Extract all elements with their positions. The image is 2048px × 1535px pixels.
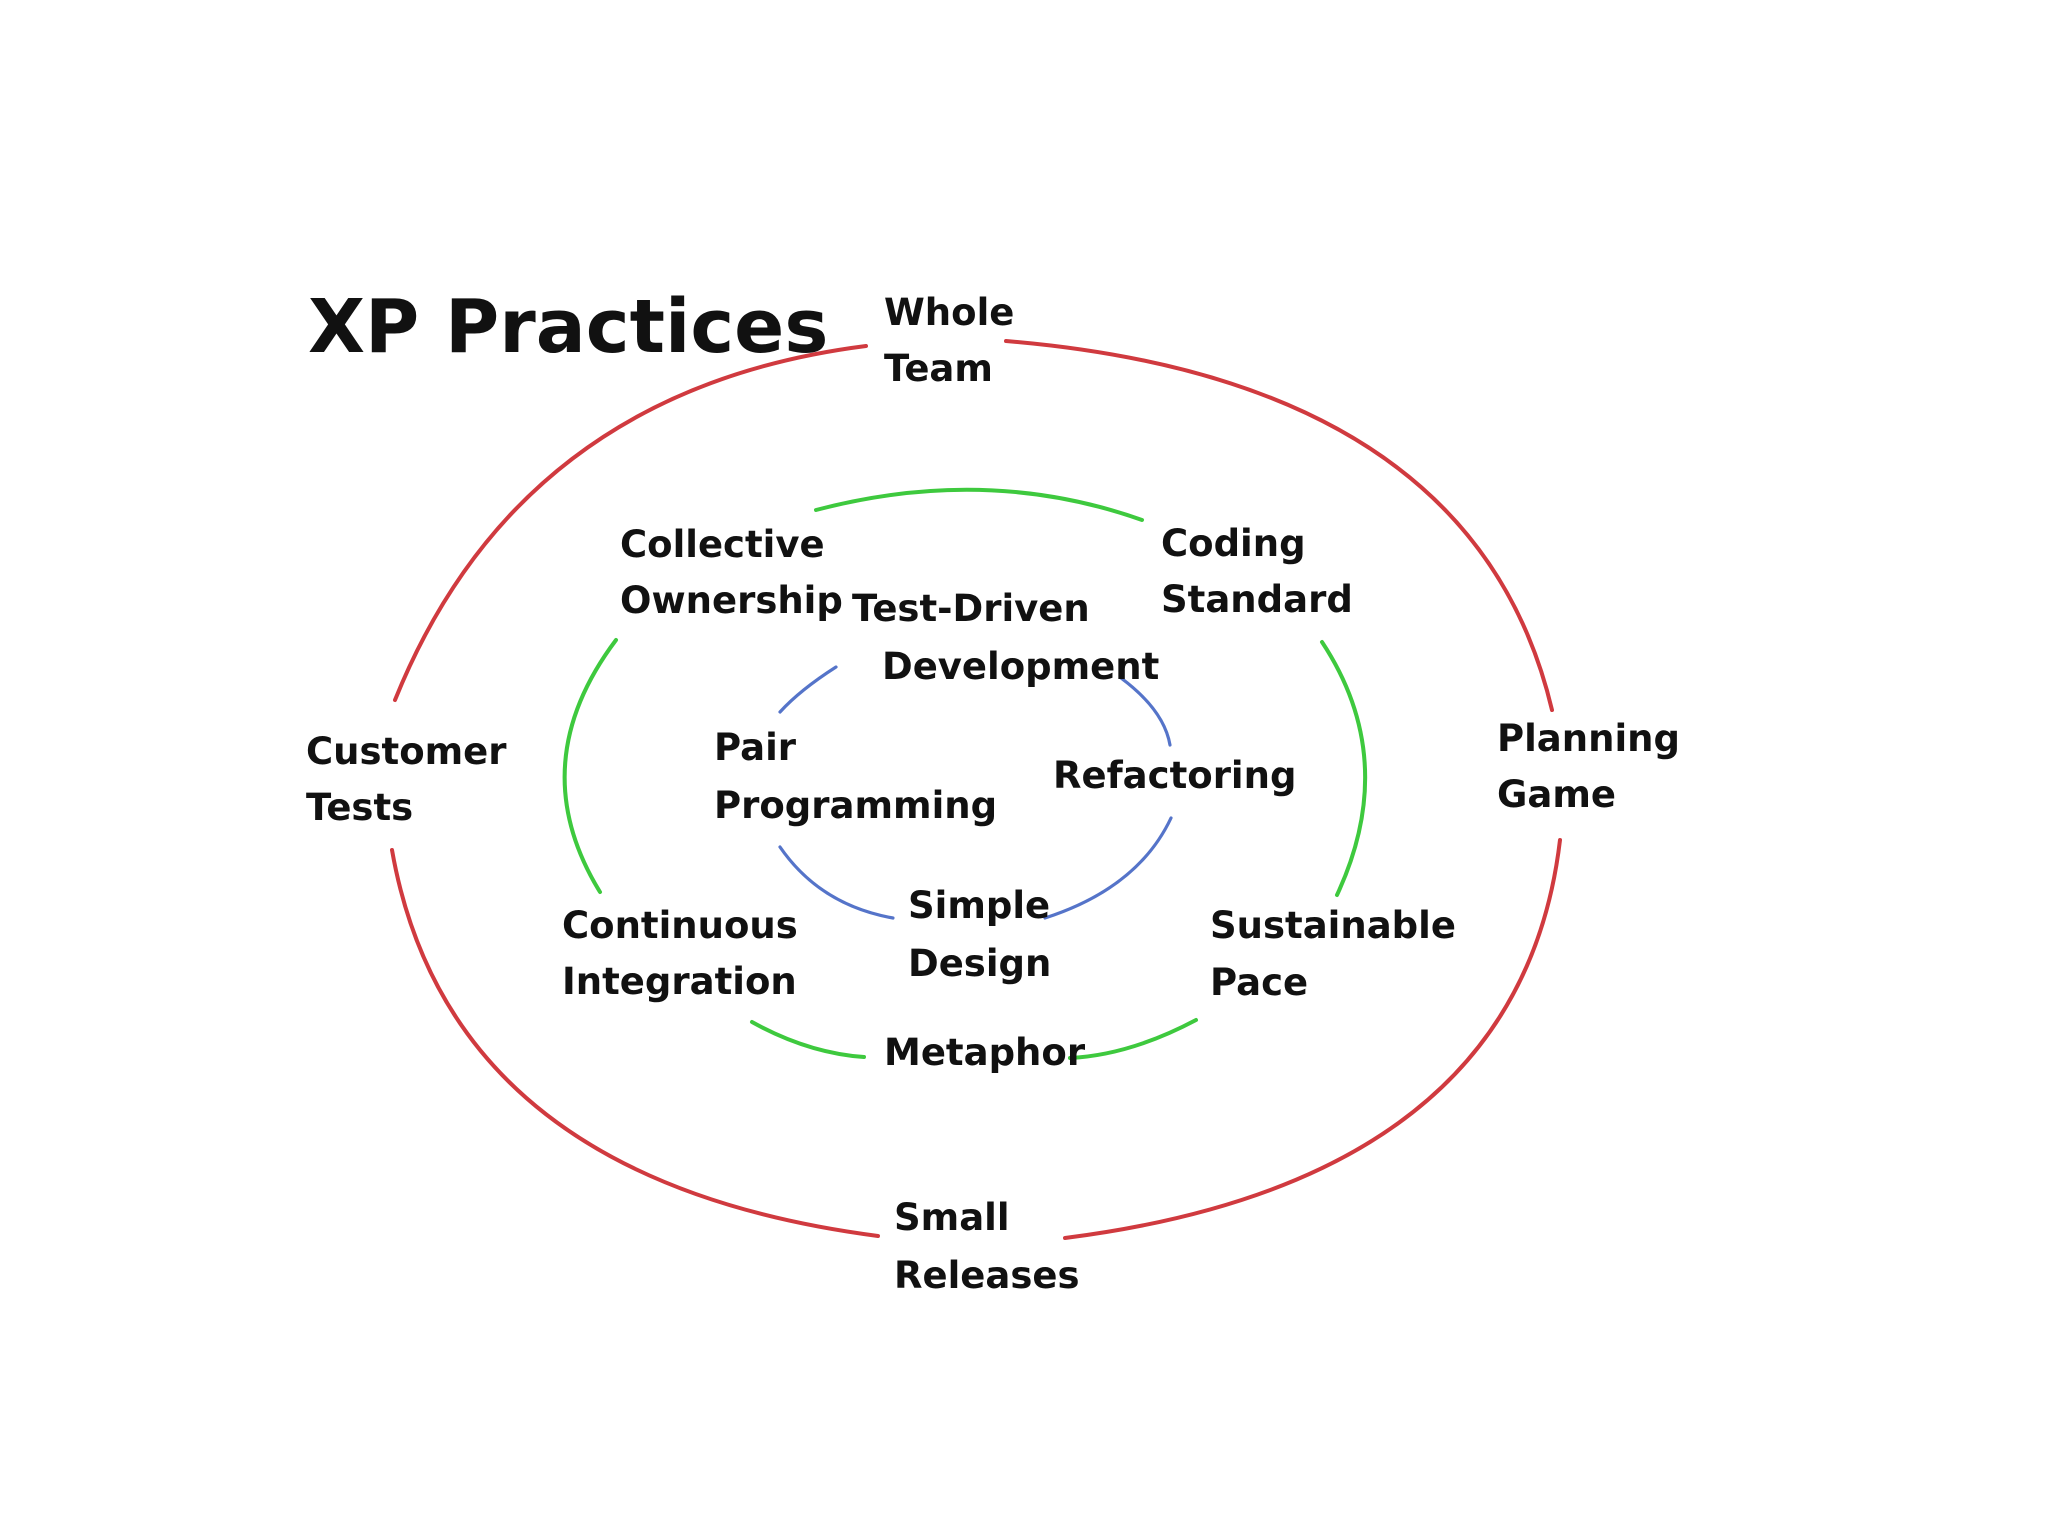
practice-line: Pace (1210, 961, 1308, 1004)
middle-practices: Collective Ownership Coding Standard Sus… (562, 522, 1469, 1074)
practice-pair-programming: Pair Programming (714, 726, 997, 827)
practice-collective-ownership: Collective Ownership (620, 523, 843, 622)
practice-line: Integration (562, 960, 797, 1003)
practice-line: Customer (306, 730, 507, 773)
inner-ring-arc-right (1043, 816, 1173, 920)
practice-small-releases: Small Releases (894, 1196, 1079, 1297)
practice-line: Pair (714, 726, 797, 769)
outer-ring-arc-top-right (1004, 339, 1554, 712)
inner-practices: Test-Driven Development Refactoring Simp… (714, 587, 1296, 985)
middle-ring-arc-top (814, 487, 1144, 522)
practice-continuous-integration: Continuous Integration (562, 904, 811, 1003)
practice-line: Programming (714, 784, 997, 827)
practice-line: Ownership (620, 579, 843, 622)
middle-ring-arc-bottom-left (750, 1020, 866, 1059)
practice-test-driven-development: Test-Driven Development (852, 587, 1159, 688)
practice-simple-design: Simple Design (908, 884, 1063, 985)
practice-planning-game: Planning Game (1497, 717, 1693, 816)
middle-ring (562, 487, 1368, 1060)
practice-line: Continuous (562, 904, 798, 947)
practice-line: Design (908, 942, 1051, 985)
practice-metaphor: Metaphor (884, 1031, 1086, 1074)
practice-line: Releases (894, 1254, 1079, 1297)
outer-ring (390, 339, 1562, 1240)
practice-line: Planning (1497, 717, 1680, 760)
practice-coding-standard: Coding Standard (1161, 522, 1353, 621)
practice-line: Development (882, 645, 1159, 688)
practice-line: Sustainable (1210, 904, 1456, 947)
practice-sustainable-pace: Sustainable Pace (1210, 904, 1469, 1004)
middle-ring-arc-bottom-right (1068, 1018, 1198, 1060)
outer-ring-arc-bottom-right (1063, 838, 1562, 1240)
practice-line: Tests (306, 786, 413, 829)
outer-ring-arc-top-left (393, 344, 868, 702)
practice-line: Simple (908, 884, 1050, 927)
practice-line: Team (884, 347, 993, 390)
practice-line: Game (1497, 773, 1616, 816)
inner-ring-arc-top-right (1119, 676, 1172, 747)
inner-ring-arc-left (778, 845, 895, 920)
diagram-title: XP Practices (308, 284, 828, 370)
practice-line: Whole (884, 291, 1014, 334)
inner-ring-arc-top-left (778, 665, 838, 714)
middle-ring-arc-left (562, 638, 618, 894)
outer-ring-arc-bottom-left (390, 848, 880, 1238)
inner-ring (778, 665, 1173, 920)
outer-practices: Whole Team Planning Game Small Releases … (306, 291, 1693, 1297)
middle-ring-arc-right (1320, 640, 1368, 897)
practice-line: Coding (1161, 522, 1306, 565)
practice-line: Small (894, 1196, 1010, 1239)
practice-line: Standard (1161, 578, 1353, 621)
practice-line: Test-Driven (852, 587, 1090, 630)
practice-line: Collective (620, 523, 825, 566)
practice-customer-tests: Customer Tests (306, 730, 519, 829)
practice-refactoring: Refactoring (1053, 754, 1296, 797)
practice-whole-team: Whole Team (884, 291, 1027, 390)
